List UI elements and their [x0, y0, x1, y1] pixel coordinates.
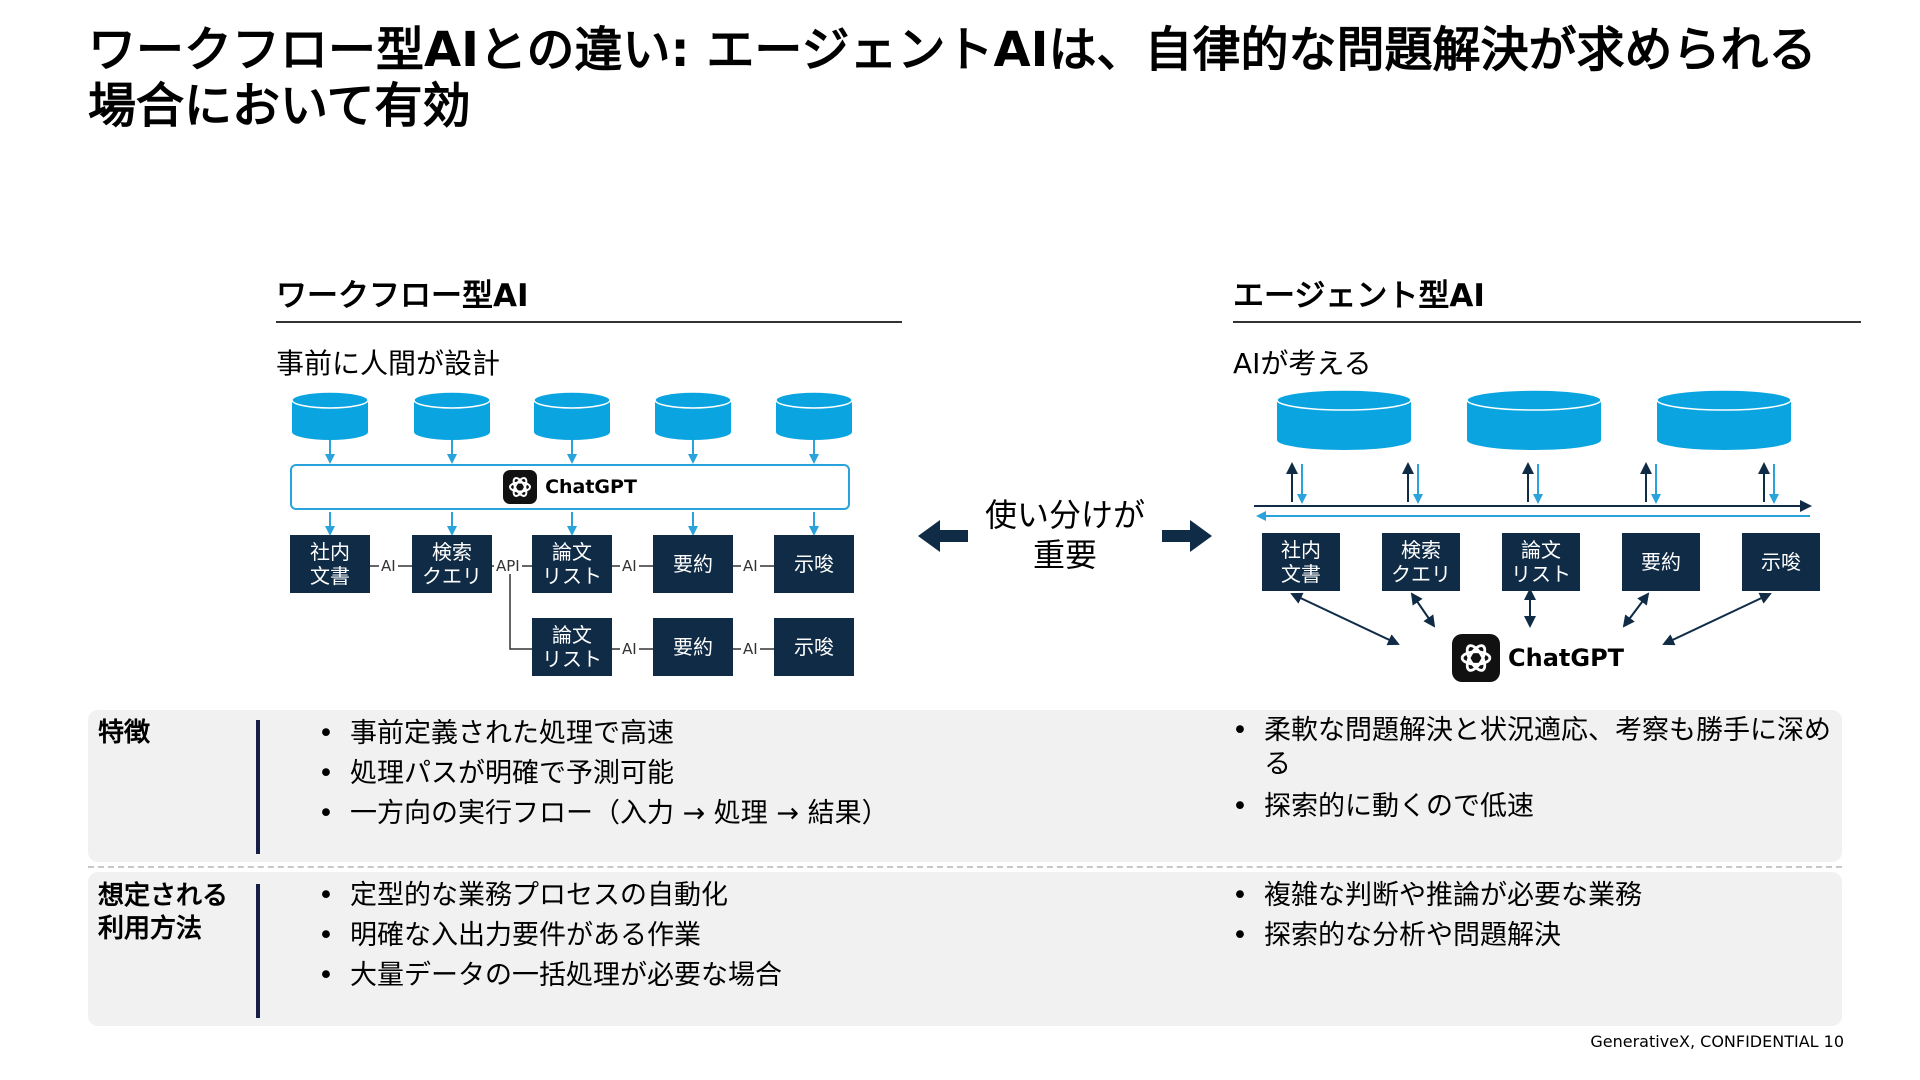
- middle-arrows: [918, 520, 1212, 552]
- chatgpt-bar: ChatGPT: [290, 464, 850, 510]
- usage-workflow-list: 定型的な業務プロセスの自動化 明確な入出力要件がある作業 大量データの一括処理が…: [310, 876, 1190, 996]
- list-item: 一方向の実行フロー（入力 → 処理 → 結果）: [310, 794, 1190, 834]
- agent-chatgpt-arrows: [1290, 588, 1772, 646]
- database-icon: [413, 391, 491, 440]
- agent-box: 示唆: [1742, 533, 1820, 591]
- connector-label: AI: [379, 557, 398, 575]
- features-workflow-list: 事前定義された処理で高速 処理パスが明確で予測可能 一方向の実行フロー（入力 →…: [310, 714, 1190, 834]
- workflow-box: 示唆: [774, 535, 854, 593]
- database-icon: [775, 391, 853, 440]
- page-title: ワークフロー型AIとの違い: エージェントAIは、自律的な問題解決が求められる場…: [88, 22, 1817, 134]
- list-item: 大量データの一括処理が必要な場合: [310, 956, 1190, 996]
- connector-label: AI: [620, 640, 639, 658]
- workflow-heading: ワークフロー型AI: [276, 278, 529, 314]
- list-item: 複雑な判断や推論が必要な業務: [1224, 876, 1844, 916]
- workflow-subheading: 事前に人間が設計: [276, 347, 501, 380]
- features-divider: [256, 720, 260, 854]
- chatgpt-label: ChatGPT: [545, 476, 637, 498]
- connector-label: AI: [741, 557, 760, 575]
- agent-box: 要約: [1622, 533, 1700, 591]
- agent-box: 論文 リスト: [1502, 533, 1580, 591]
- workflow-box: 要約: [653, 535, 733, 593]
- middle-label: 使い分けが 重要: [984, 496, 1145, 574]
- agent-vertical-arrows: [1286, 462, 1779, 504]
- list-item: 定型的な業務プロセスの自動化: [310, 876, 1190, 916]
- workflow-heading-rule: [276, 321, 902, 323]
- usage-divider: [256, 884, 260, 1018]
- footer-confidential: GenerativeX, CONFIDENTIAL 10: [1590, 1032, 1844, 1051]
- list-item: 探索的な分析や問題解決: [1224, 916, 1844, 956]
- workflow-db-arrows: [325, 440, 819, 464]
- workflow-box: 論文 リスト: [532, 618, 612, 676]
- agent-heading: エージェント型AI: [1233, 278, 1485, 314]
- usage-agent-list: 複雑な判断や推論が必要な業務 探索的な分析や問題解決: [1224, 876, 1844, 956]
- database-icon: [1276, 389, 1412, 450]
- agent-heading-rule: [1233, 321, 1861, 323]
- database-icon: [1656, 389, 1792, 450]
- features-label: 特徴: [98, 718, 151, 748]
- workflow-box: 検索 クエリ: [412, 535, 492, 593]
- workflow-box: 社内 文書: [290, 535, 370, 593]
- agent-box: 検索 クエリ: [1382, 533, 1460, 591]
- connector-label: AI: [741, 640, 760, 658]
- list-item: 柔軟な問題解決と状況適応、考察も勝手に深める: [1224, 714, 1844, 782]
- list-item: 事前定義された処理で高速: [310, 714, 1190, 754]
- left-arrow-icon: [918, 520, 968, 552]
- database-icon: [654, 391, 732, 440]
- agent-box: 社内 文書: [1262, 533, 1340, 591]
- database-icon: [1466, 389, 1602, 450]
- right-arrow-icon: [1162, 520, 1212, 552]
- list-item: 明確な入出力要件がある作業: [310, 916, 1190, 956]
- connector-label: API: [494, 557, 522, 575]
- openai-logo-icon: [1452, 634, 1500, 682]
- openai-logo-icon: [503, 470, 538, 504]
- agent-subheading: AIが考える: [1233, 347, 1372, 380]
- usage-label: 想定される 利用方法: [98, 881, 229, 944]
- list-item: 処理パスが明確で予測可能: [310, 754, 1190, 794]
- agent-horizontal-arrows: [1254, 500, 1812, 521]
- workflow-box: 示唆: [774, 618, 854, 676]
- features-agent-list: 柔軟な問題解決と状況適応、考察も勝手に深める 探索的に動くので低速: [1224, 714, 1844, 824]
- panel-separator: [88, 866, 1842, 868]
- agent-chatgpt: ChatGPT: [1452, 632, 1624, 684]
- workflow-bar-arrows: [325, 512, 819, 536]
- list-item: 探索的に動くので低速: [1224, 790, 1844, 824]
- workflow-box: 論文 リスト: [532, 535, 612, 593]
- database-icon: [291, 391, 369, 440]
- chatgpt-label: ChatGPT: [1508, 644, 1625, 672]
- workflow-databases: [291, 391, 853, 440]
- database-icon: [533, 391, 611, 440]
- connector-label: AI: [620, 557, 639, 575]
- agent-databases: [1276, 389, 1792, 450]
- workflow-box: 要約: [653, 618, 733, 676]
